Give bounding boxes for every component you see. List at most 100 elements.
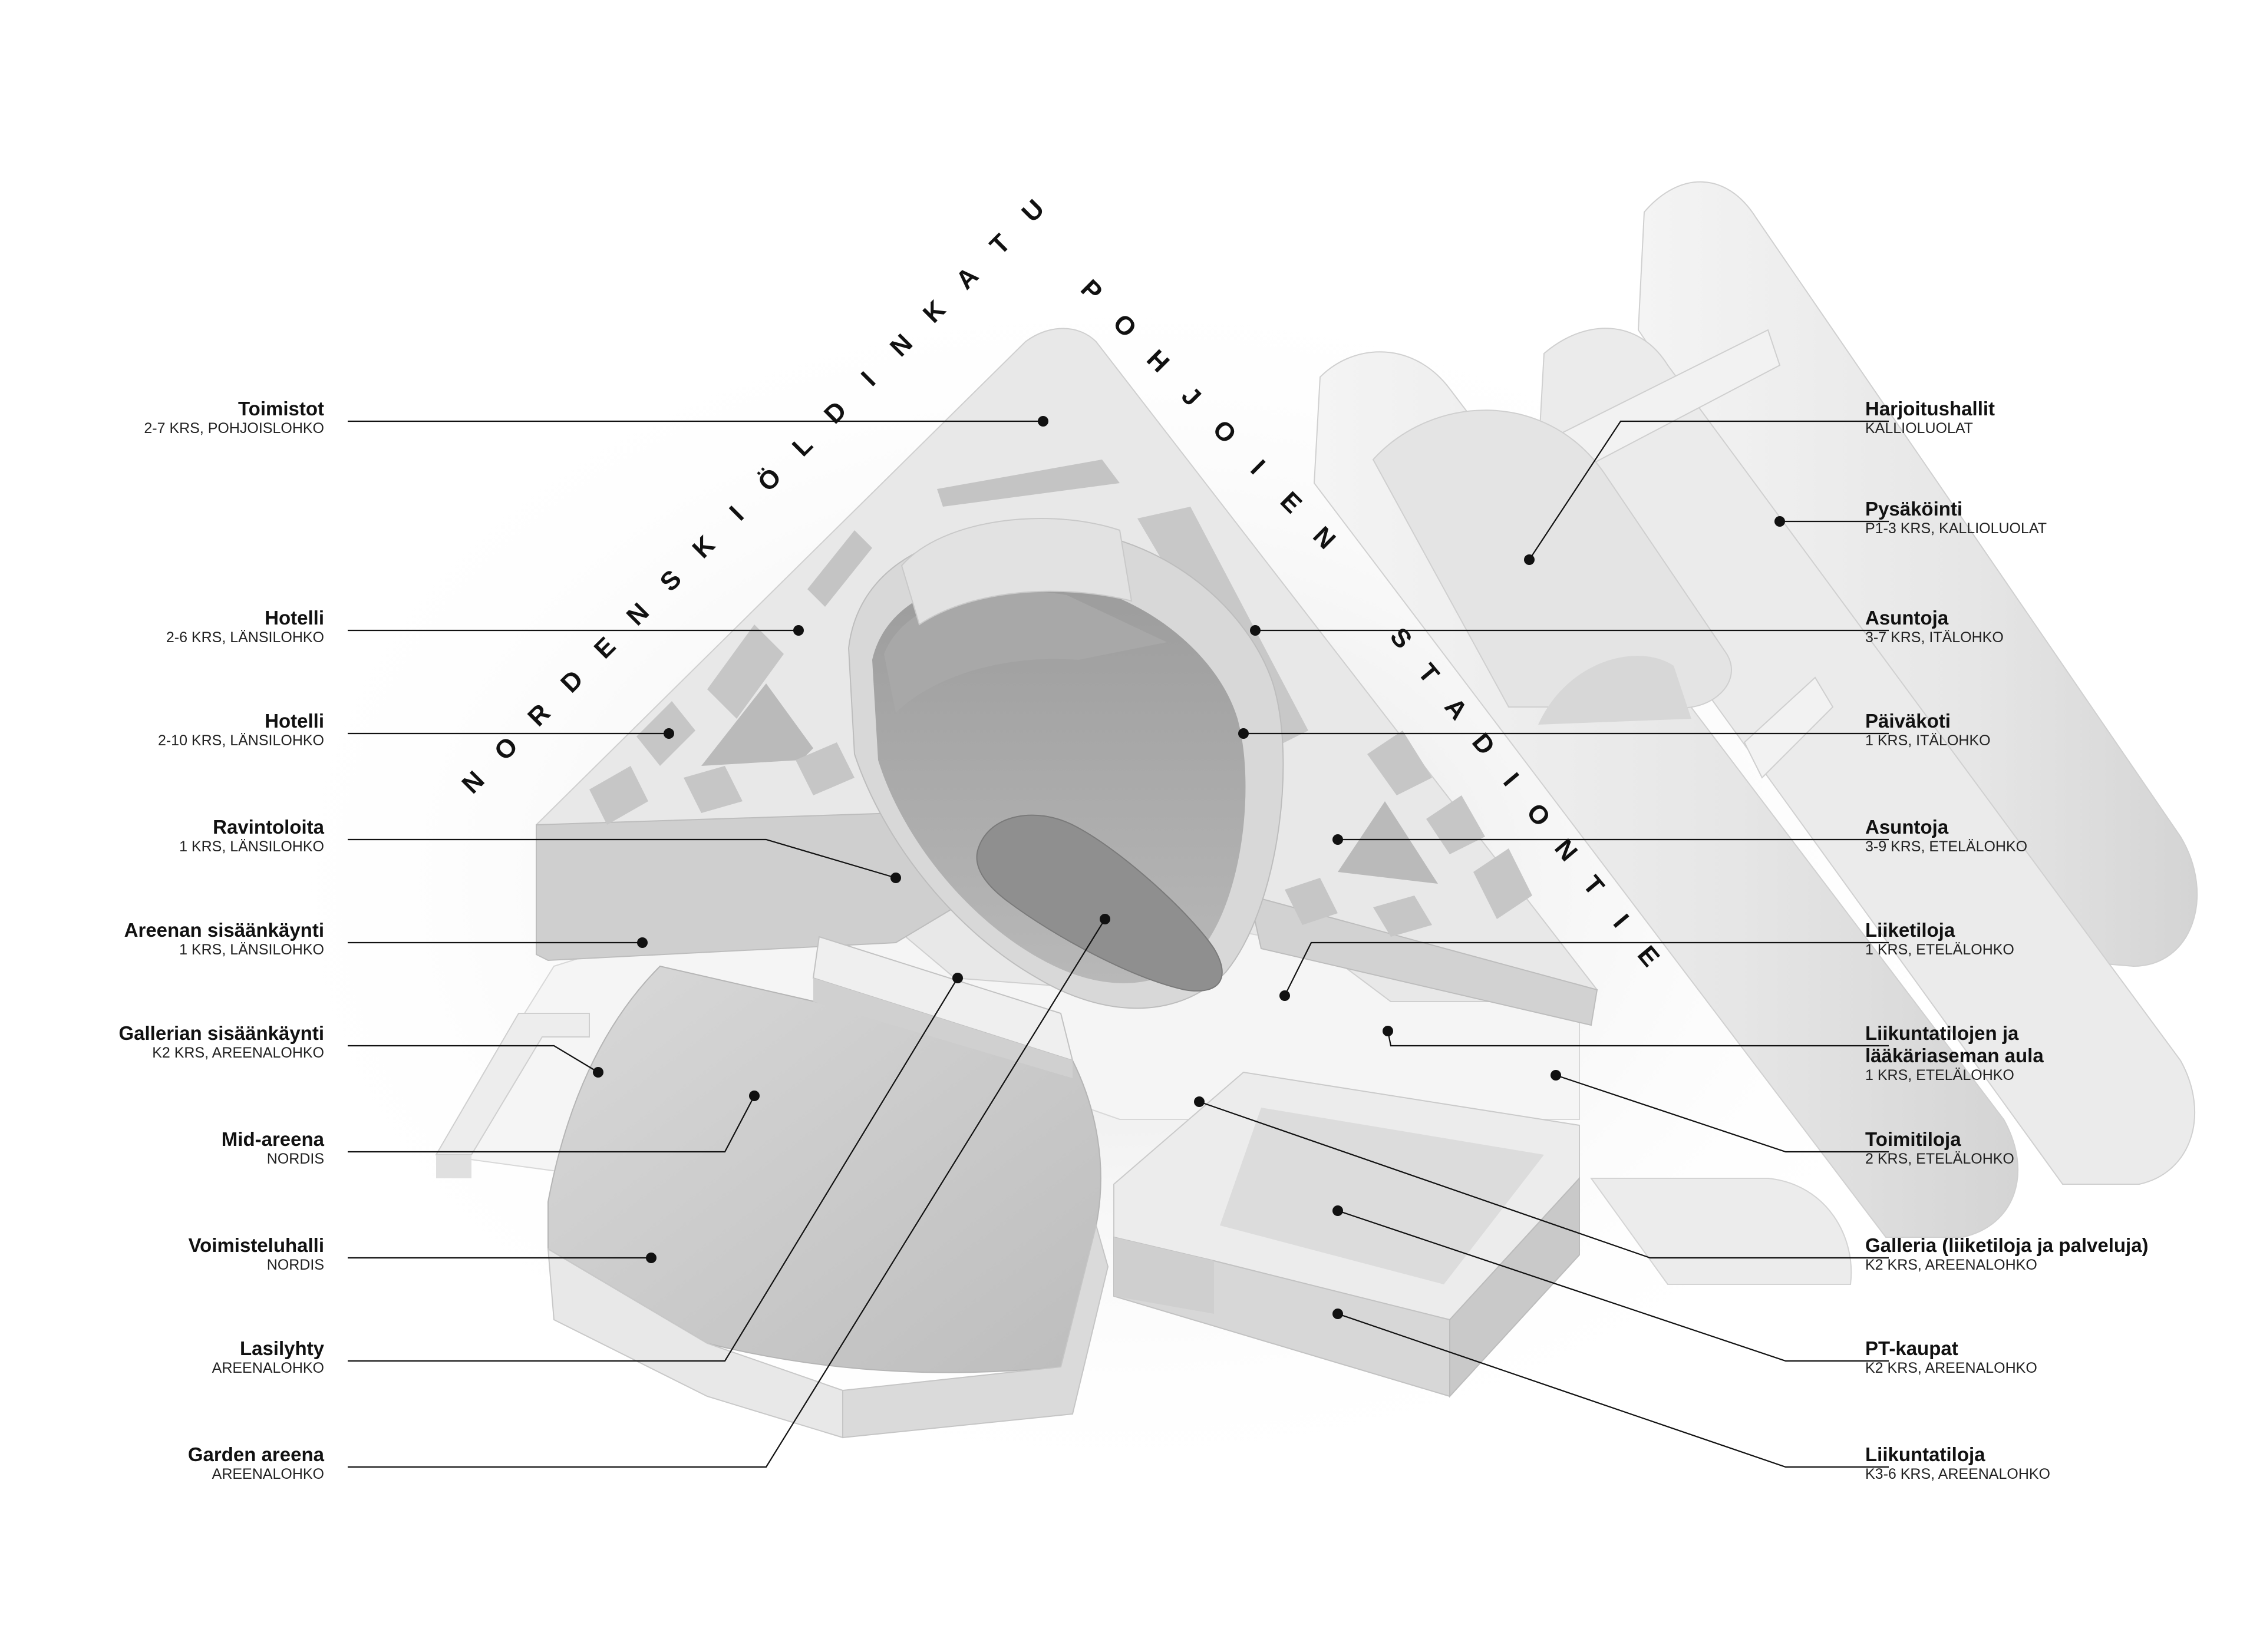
label-right-8-leader — [1555, 1074, 1889, 1153]
label-right-11-sub: K3-6 KRS, AREENALOHKO — [1865, 1466, 2050, 1482]
label-left-7-title: Mid-areena — [222, 1128, 325, 1150]
label-left-5-sub: 1 KRS, LÄNSILOHKO — [179, 941, 324, 958]
label-right-2-sub: P1-3 KRS, KALLIOLUOLAT — [1865, 520, 2047, 537]
street-west-letter: U — [1016, 194, 1050, 227]
label-right-10-title: PT-kaupat — [1865, 1337, 1958, 1359]
courtyard-void — [1285, 878, 1338, 925]
label-right-9-dot — [1194, 1096, 1205, 1107]
courtyard-void — [589, 766, 648, 825]
arena-bowl — [847, 518, 1284, 1009]
plaza-west-edge — [436, 1155, 471, 1178]
training-hall-dome — [1372, 409, 1732, 709]
cavern-arch — [1538, 656, 1691, 725]
label-right-3-dot — [1250, 625, 1261, 636]
label-right-1-sub: KALLIOLUOLAT — [1865, 420, 1973, 437]
label-right-10-leader — [1337, 1210, 1889, 1362]
label-left-7-leader — [348, 1095, 755, 1153]
label-left-8-dot — [646, 1253, 657, 1263]
label-left-7-dot — [749, 1091, 760, 1101]
label-left-9-title: Lasilyhty — [240, 1337, 325, 1359]
label-right-5-title: Asuntoja — [1865, 816, 1949, 838]
glass-lantern-face — [813, 978, 1073, 1078]
label-right-9-title: Galleria (liiketiloja ja palveluja) — [1865, 1234, 2149, 1256]
label-left-10-dot — [1100, 914, 1110, 924]
label-left-4-leader — [348, 838, 896, 879]
label-right-1-leader — [1529, 420, 1889, 560]
label-right-11-leader — [1337, 1313, 1889, 1468]
label-right-8-sub: 2 KRS, ETELÄLOHKO — [1865, 1151, 2014, 1167]
arena-floor — [976, 814, 1223, 992]
label-left-2-title: Hotelli — [265, 607, 324, 629]
label-right-6-leader — [1284, 941, 1889, 996]
label-right-9-sub: K2 KRS, AREENALOHKO — [1865, 1257, 2037, 1273]
cavern-tube — [1637, 181, 2198, 967]
label-right-2-dot — [1774, 516, 1785, 527]
courtyard-triangle — [1338, 801, 1438, 884]
bowl-upper-tier — [884, 591, 1167, 713]
label-right-8-dot — [1551, 1070, 1561, 1081]
courtyard-void — [1373, 896, 1432, 937]
label-right-4-title: Päiväkoti — [1865, 710, 1951, 732]
street-west-letter: T — [984, 229, 1016, 260]
courtyard-void — [1367, 731, 1432, 795]
label-right-6-title: Liiketiloja — [1865, 919, 1955, 941]
garden-side-face — [842, 1223, 1109, 1439]
label-right-2-title: Pysäköinti — [1865, 498, 1962, 520]
label-left-10-leader — [348, 918, 1106, 1468]
label-left-4-dot — [890, 873, 901, 883]
cavern-connector — [1743, 676, 1834, 779]
label-right-10-sub: K2 KRS, AREENALOHKO — [1865, 1360, 2037, 1376]
courtyard-void — [1473, 848, 1532, 919]
label-left-4-title: Ravintoloita — [213, 816, 324, 838]
label-right-11-dot — [1332, 1309, 1343, 1319]
label-left-6-sub: K2 KRS, AREENALOHKO — [152, 1045, 324, 1061]
label-left-8-title: Voimisteluhalli — [189, 1234, 324, 1256]
label-left-2-dot — [793, 625, 804, 636]
bowl-north-wall — [900, 518, 1133, 626]
label-left-6-leader — [348, 1045, 599, 1073]
courtyard-triangle — [701, 683, 813, 766]
label-left-1-sub: 2-7 KRS, POHJOISLOHKO — [144, 420, 324, 437]
courtyard-void — [796, 742, 855, 795]
courtyard-void — [707, 625, 784, 719]
label-left-9-dot — [952, 973, 963, 983]
label-right-8-title: Toimitiloja — [1865, 1128, 1961, 1150]
label-right-1-title: Harjoitushallit — [1865, 398, 1995, 419]
cavern-tube — [1537, 328, 2196, 1185]
label-left-9-leader — [348, 977, 958, 1362]
label-left-8-sub: NORDIS — [267, 1257, 324, 1273]
south-block — [1113, 1071, 1580, 1398]
label-right-7-title-2: lääkäriaseman aula — [1865, 1045, 2044, 1066]
label-left-1-title: Toimistot — [238, 398, 324, 419]
label-left-10-sub: AREENALOHKO — [212, 1466, 324, 1482]
courtyard-void — [807, 530, 872, 607]
label-right-7-sub: 1 KRS, ETELÄLOHKO — [1865, 1067, 2014, 1083]
label-right-10-dot — [1332, 1205, 1343, 1216]
label-left-10-title: Garden areena — [188, 1443, 325, 1465]
label-right-9: Galleria (liiketiloja ja palveluja)K2 KR… — [1865, 1234, 2149, 1273]
leader-lines — [348, 416, 1889, 1468]
label-left-2-sub: 2-6 KRS, LÄNSILOHKO — [166, 629, 324, 646]
label-right-6-sub: 1 KRS, ETELÄLOHKO — [1865, 941, 2014, 958]
label-right-7-title: Liikuntatilojen ja — [1865, 1022, 2019, 1044]
label-right-9-leader — [1199, 1101, 1889, 1259]
